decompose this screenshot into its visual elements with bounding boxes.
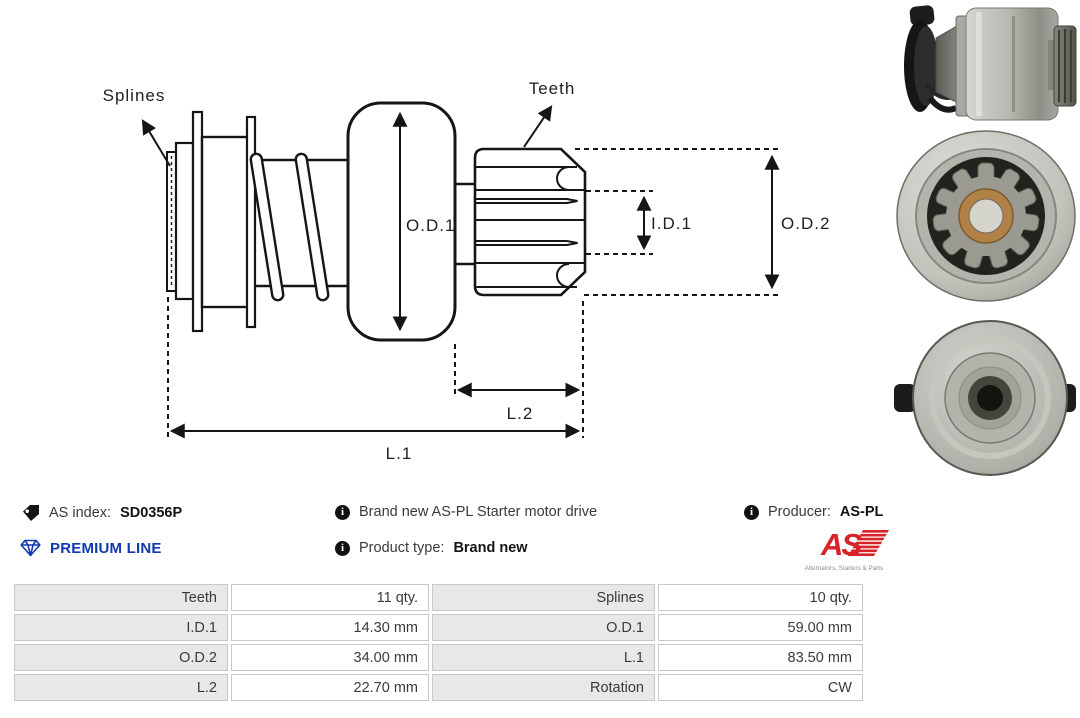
product-type-row: i Product type: Brand new bbox=[335, 540, 528, 556]
diagram-label-id1: I.D.1 bbox=[651, 214, 692, 233]
product-description: Brand new AS-PL Starter motor drive bbox=[359, 504, 598, 520]
diamond-icon bbox=[20, 539, 41, 557]
spec-value-l1: 83.50 mm bbox=[658, 644, 863, 671]
diagram-label-l2: L.2 bbox=[507, 404, 534, 423]
spec-row-3: O.D.2 34.00 mm L.1 83.50 mm bbox=[14, 644, 863, 671]
specs-table: Teeth 11 qty. Splines 10 qty. I.D.1 14.3… bbox=[11, 581, 866, 704]
spec-label-l1: L.1 bbox=[432, 644, 655, 671]
dimension-arrows bbox=[141, 105, 780, 439]
diagram-label-l1: L.1 bbox=[386, 444, 413, 463]
spec-row-1: Teeth 11 qty. Splines 10 qty. bbox=[14, 584, 863, 611]
spec-value-rotation: CW bbox=[658, 674, 863, 701]
dashed-extension-lines bbox=[167, 148, 779, 439]
product-photo-rear[interactable] bbox=[890, 316, 1080, 480]
brand-logo-text: AS bbox=[820, 527, 862, 562]
spec-label-l2: L.2 bbox=[14, 674, 228, 701]
tag-icon bbox=[23, 505, 39, 521]
premium-line-row: PREMIUM LINE bbox=[20, 539, 162, 557]
spec-label-splines: Splines bbox=[432, 584, 655, 611]
info-icon: i bbox=[335, 504, 350, 520]
producer-value: AS-PL bbox=[839, 504, 884, 520]
spec-label-od1: O.D.1 bbox=[432, 614, 655, 641]
spec-value-splines: 10 qty. bbox=[658, 584, 863, 611]
spec-value-od1: 59.00 mm bbox=[658, 614, 863, 641]
spec-label-teeth: Teeth bbox=[14, 584, 228, 611]
drive-outline bbox=[166, 101, 587, 342]
info-icon: i bbox=[744, 504, 759, 520]
brand-logo-tagline: Alternators, Starters & Parts bbox=[805, 565, 883, 572]
spec-value-od2: 34.00 mm bbox=[231, 644, 429, 671]
info-icon: i bbox=[335, 540, 350, 556]
producer-label: Producer: bbox=[768, 504, 831, 520]
brand-logo: AS Alternators, Starters & Parts bbox=[793, 526, 895, 576]
description-row: i Brand new AS-PL Starter motor drive bbox=[335, 504, 597, 520]
technical-diagram: Splines Teeth O.D.1 I.D.1 O.D.2 L.2 L.1 bbox=[103, 79, 830, 463]
logo-stripes bbox=[847, 530, 889, 556]
diagram-label-od2: O.D.2 bbox=[781, 214, 830, 233]
spec-row-4: L.2 22.70 mm Rotation CW bbox=[14, 674, 863, 701]
producer-row: i Producer: AS-PL bbox=[744, 504, 883, 520]
diagram-label-teeth: Teeth bbox=[529, 79, 576, 98]
spec-value-id1: 14.30 mm bbox=[231, 614, 429, 641]
spec-label-od2: O.D.2 bbox=[14, 644, 228, 671]
product-type-value: Brand new bbox=[453, 540, 528, 556]
product-type-label: Product type: bbox=[359, 540, 445, 556]
diagram-label-od1: O.D.1 bbox=[406, 216, 455, 235]
as-index-row: AS index: SD0356P bbox=[22, 504, 182, 522]
spec-value-l2: 22.70 mm bbox=[231, 674, 429, 701]
premium-line-link[interactable]: PREMIUM LINE bbox=[50, 539, 162, 557]
diagram-label-splines: Splines bbox=[103, 86, 166, 105]
as-index-value: SD0356P bbox=[120, 505, 183, 521]
product-photo-front[interactable] bbox=[895, 130, 1077, 302]
spec-label-id1: I.D.1 bbox=[14, 614, 228, 641]
product-photo-side[interactable] bbox=[896, 2, 1078, 126]
spec-row-2: I.D.1 14.30 mm O.D.1 59.00 mm bbox=[14, 614, 863, 641]
spec-label-rotation: Rotation bbox=[432, 674, 655, 701]
as-index-label: AS index: bbox=[49, 505, 112, 521]
spec-value-teeth: 11 qty. bbox=[231, 584, 429, 611]
